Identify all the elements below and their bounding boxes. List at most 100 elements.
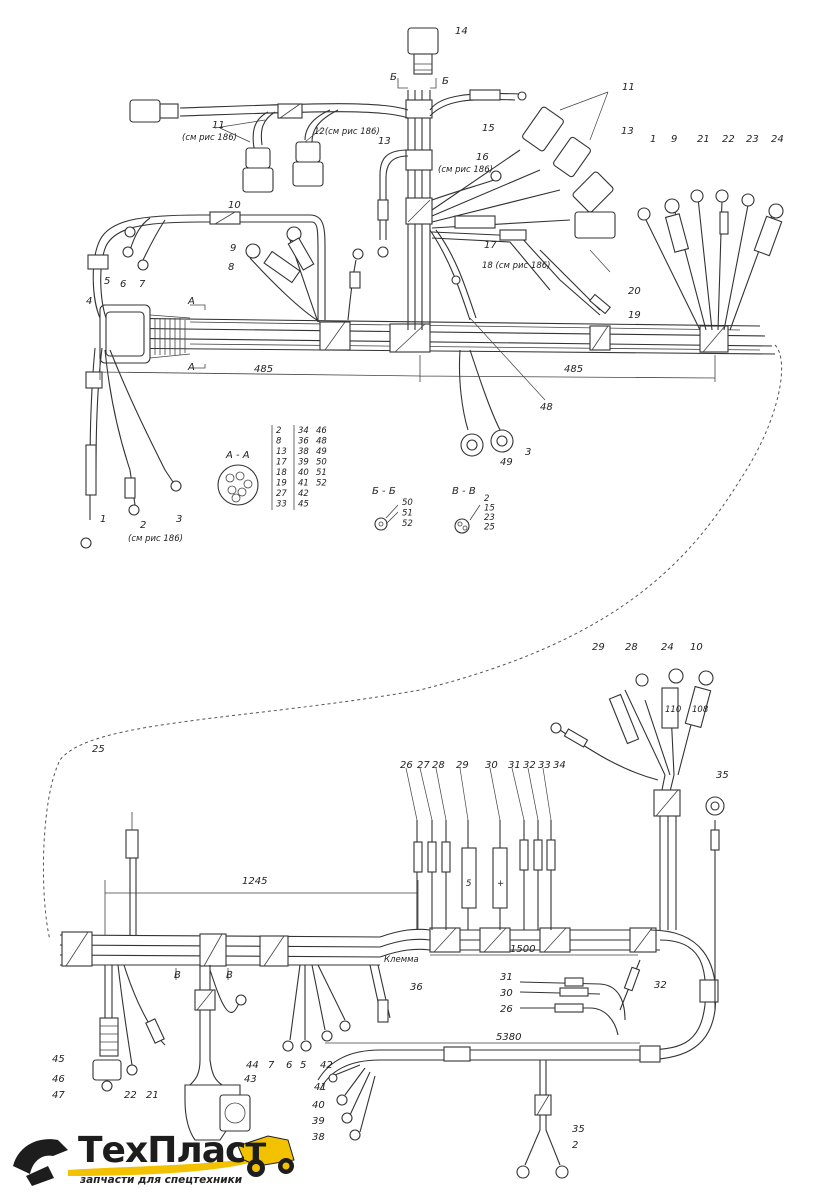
dim-485-right: 485 (564, 364, 583, 375)
callout-32-lower: 32 (654, 980, 667, 991)
section-vv-item: 15 (484, 504, 495, 514)
callout-21-lower: 21 (146, 1090, 159, 1101)
section-bb (374, 504, 399, 531)
callout-2-lower: 2 (572, 1140, 578, 1151)
callout-18: 18 (см рис 186) (482, 261, 550, 271)
callout-14: 14 (455, 26, 468, 37)
callout-3: 3 (525, 447, 531, 458)
callout-11-right: 11 (622, 82, 635, 93)
callout-11-see: (см рис 186) (182, 133, 237, 143)
callout-2-see: (см рис 186) (128, 534, 183, 544)
callout-7-lower: 7 (268, 1060, 275, 1071)
callout-15: 15 (482, 123, 495, 134)
callout-26-lower: 26 (500, 1004, 513, 1015)
lower-main-trunk (59, 928, 660, 966)
callout-22: 22 (722, 134, 735, 145)
section-aa-col1-item: 13 (276, 447, 287, 457)
branch-13 (379, 149, 409, 240)
upper-harness (42, 27, 784, 941)
callout-30-lower: 30 (500, 988, 513, 999)
section-aa-col2-item: 39 (298, 458, 309, 468)
section-aa-col3-item: 46 (316, 426, 327, 436)
connector-12 (292, 141, 324, 187)
section-bb-item: 52 (402, 519, 413, 529)
section-aa-col1-item: 33 (276, 500, 287, 510)
section-aa-col1-item: 19 (276, 479, 287, 489)
section-aa-col1-item: 8 (276, 437, 282, 447)
branch-right-connectors (431, 91, 616, 239)
callout-39: 39 (312, 1116, 325, 1127)
connector-14 (407, 27, 439, 75)
callout-31: 31 (508, 760, 521, 771)
tube-mark-110: 110 (665, 705, 681, 715)
branch-top-left (179, 103, 409, 119)
callout-29: 29 (456, 760, 469, 771)
view-a-top: А (187, 296, 195, 307)
callout-9: 9 (230, 243, 236, 254)
tube-mark-plus: + (497, 879, 504, 889)
callout-24: 24 (771, 134, 784, 145)
callout-20: 20 (628, 286, 641, 297)
fan-middle (282, 964, 351, 1052)
callout-35-right: 35 (716, 770, 729, 781)
callout-40: 40 (312, 1100, 325, 1111)
callout-24-lower: 24 (661, 642, 674, 653)
logo-title: ТехПласт (78, 1130, 266, 1171)
callout-7: 7 (139, 279, 146, 290)
callout-32: 32 (523, 760, 536, 771)
section-aa-col2-item: 42 (298, 489, 309, 499)
callout-16: 16 (476, 152, 489, 163)
tube-mark-tag: Клемма (384, 955, 419, 965)
callout-45: 45 (52, 1054, 65, 1065)
callout-36: 36 (410, 982, 423, 993)
section-aa-col1-item: 27 (276, 489, 287, 499)
callout-29-top: 29 (592, 642, 605, 653)
branch-15 (429, 92, 521, 117)
branch-lower-left-bottom (92, 964, 166, 1092)
callout-13-right: 13 (621, 126, 634, 137)
section-aa-col3-item: 50 (316, 458, 327, 468)
callout-21: 21 (697, 134, 710, 145)
callout-1-top: 1 (650, 134, 656, 145)
section-aa-col1-item: 17 (276, 458, 287, 468)
callout-16-see: (см рис 186) (438, 165, 493, 175)
tube-mark-5: 5 (466, 879, 471, 889)
section-aa-col2-item: 41 (298, 479, 309, 489)
techplast-logo: ТехПласт запчасти для спецтехники (8, 1126, 308, 1196)
section-vv-title: В - В (452, 486, 476, 497)
trunk-sleeves (319, 321, 729, 353)
section-aa-col2-item: 45 (298, 500, 309, 510)
view-b-top-right: Б (442, 76, 449, 87)
connector-4 (99, 304, 191, 364)
branch-left-loop (87, 211, 364, 323)
section-aa-col3-item: 48 (316, 437, 327, 447)
callout-38: 38 (312, 1132, 325, 1143)
callout-3-left: 3 (176, 514, 182, 525)
branch-lower-left (80, 347, 182, 549)
section-vv-item: 2 (484, 494, 489, 504)
view-b-top: Б (390, 72, 397, 83)
callout-8: 8 (228, 262, 234, 273)
fan-ring-terminals (637, 189, 784, 331)
logo-graphic (13, 1135, 295, 1186)
fan-upper-right (550, 668, 714, 930)
section-vv (454, 504, 481, 534)
callout-27: 27 (417, 760, 430, 771)
callout-19: 19 (628, 310, 641, 321)
callout-5: 5 (104, 276, 110, 287)
dim-1245: 1245 (242, 876, 267, 887)
callout-9-top: 9 (671, 134, 677, 145)
connector-11-left (129, 99, 179, 123)
section-aa-col2-item: 36 (298, 437, 309, 447)
callout-43: 43 (244, 1074, 257, 1085)
callout-10-lower: 10 (690, 642, 703, 653)
callout-47: 47 (52, 1090, 65, 1101)
view-v-left: В (174, 970, 181, 981)
connector-37 (184, 965, 251, 1141)
callout-31-lower: 31 (500, 972, 513, 983)
callout-2: 2 (140, 520, 146, 531)
